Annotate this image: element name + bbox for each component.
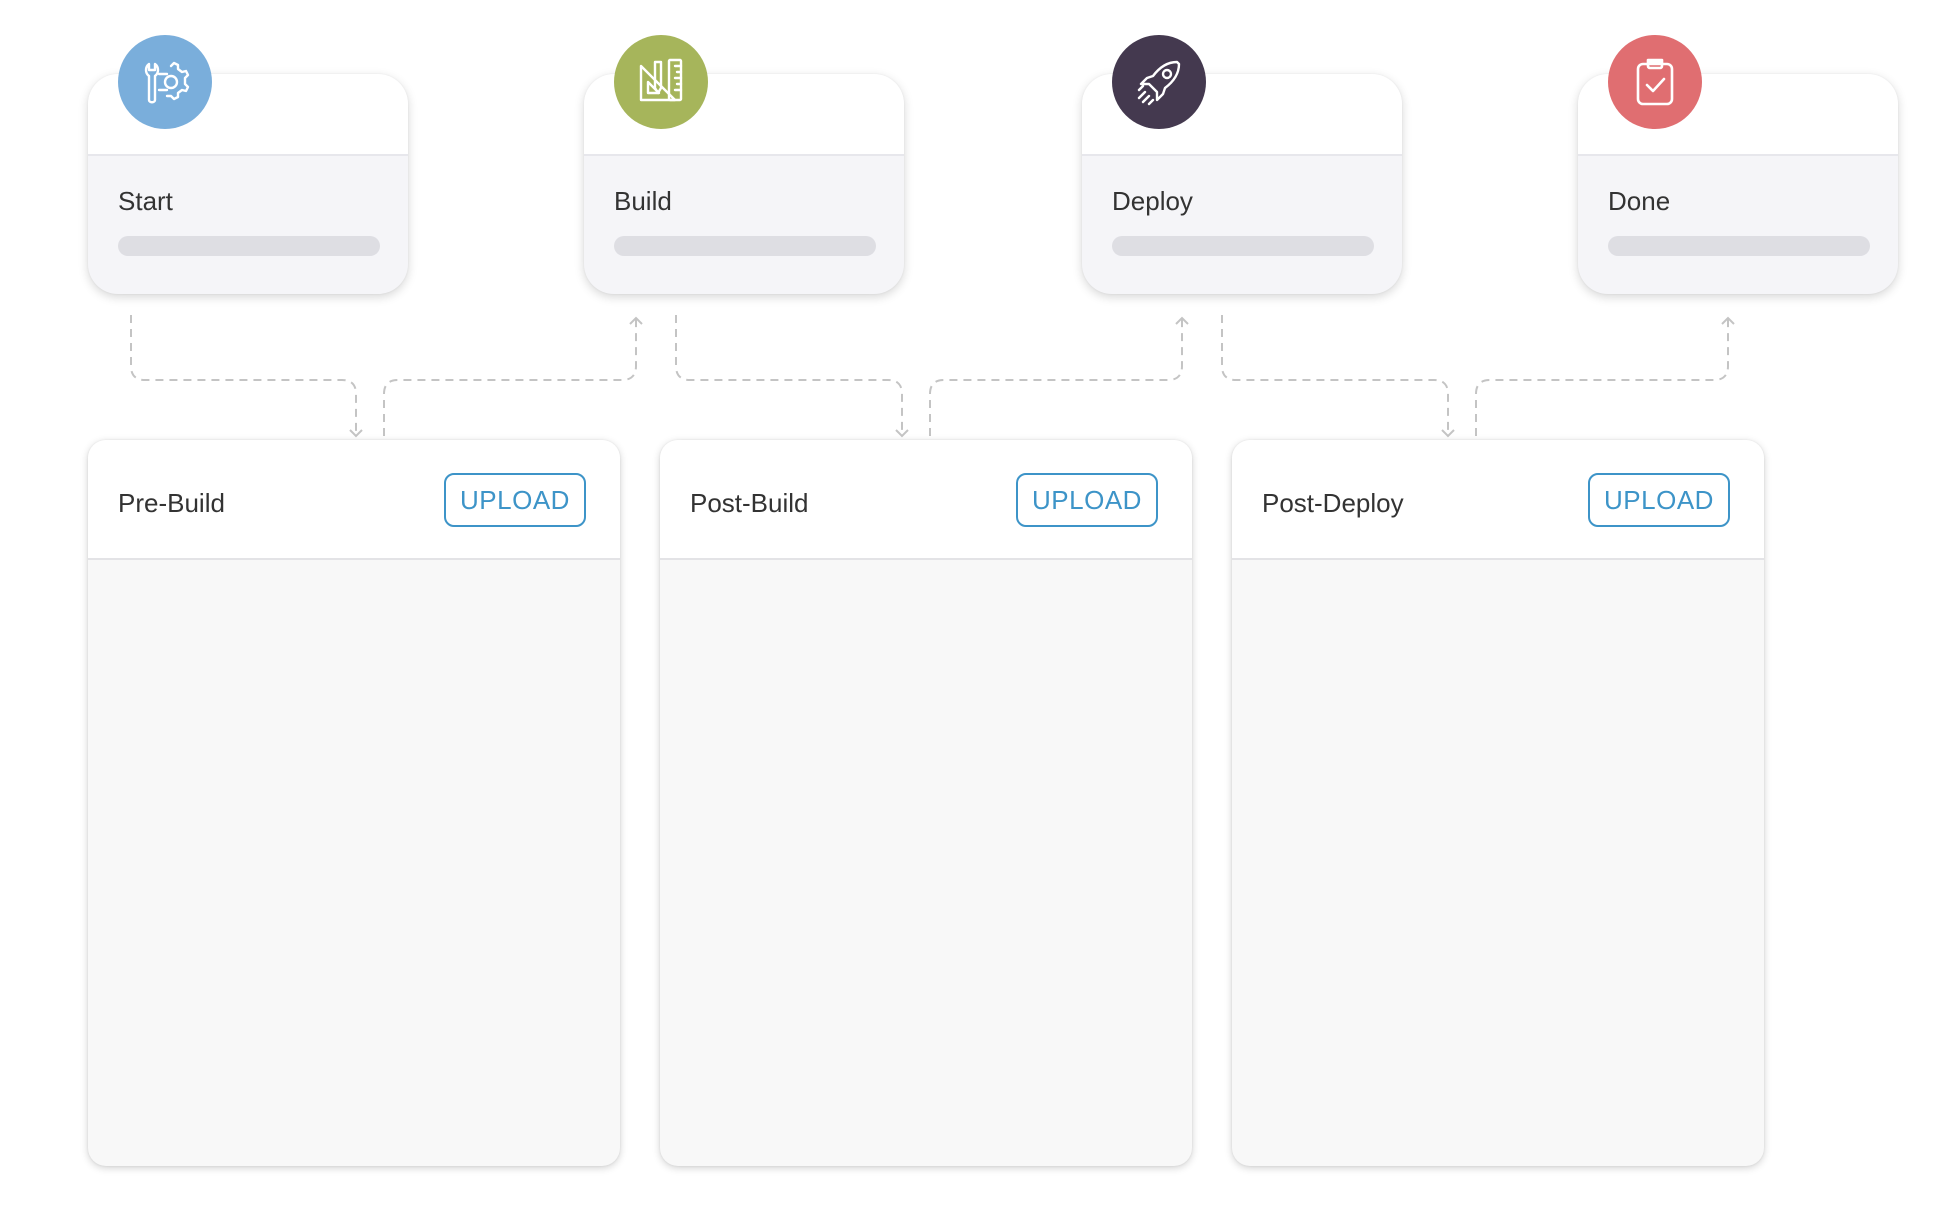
upload-button[interactable]: UPLOAD — [1016, 473, 1158, 527]
rocket-icon — [1112, 35, 1206, 129]
connector-postbuild-to-deploy — [929, 316, 1189, 436]
stage-card-start[interactable]: Start — [88, 35, 408, 294]
panel-header: Post-Deploy UPLOAD — [1232, 440, 1764, 560]
stage-title: Done — [1608, 186, 1671, 216]
panel-title: Pre-Build — [118, 488, 225, 518]
panel-header: Pre-Build UPLOAD — [88, 440, 620, 560]
connector-prebuild-to-build — [383, 316, 643, 436]
stage-placeholder-bar — [118, 236, 380, 256]
upload-button[interactable]: UPLOAD — [1588, 473, 1730, 527]
gear-wrench-icon — [118, 35, 212, 129]
hook-panel-post-build: Post-Build UPLOAD — [660, 440, 1192, 1166]
stage-card-done[interactable]: Done — [1578, 35, 1898, 294]
hook-panel-pre-build: Pre-Build UPLOAD — [88, 440, 620, 1166]
connector-build-to-postbuild — [675, 315, 909, 438]
drafting-tools-icon — [614, 35, 708, 129]
stage-card-build[interactable]: Build — [584, 35, 904, 294]
panel-title: Post-Build — [690, 488, 809, 518]
upload-drop-area[interactable] — [88, 560, 620, 1166]
connector-start-to-prebuild — [130, 315, 363, 438]
stage-title: Start — [118, 186, 173, 216]
stage-placeholder-bar — [1608, 236, 1870, 256]
clipboard-check-icon — [1608, 35, 1702, 129]
panel-header: Post-Build UPLOAD — [660, 440, 1192, 560]
panel-title: Post-Deploy — [1262, 488, 1404, 518]
hook-panel-post-deploy: Post-Deploy UPLOAD — [1232, 440, 1764, 1166]
connector-postdeploy-to-done — [1475, 316, 1735, 436]
connector-deploy-to-postdeploy — [1221, 315, 1455, 438]
upload-drop-area[interactable] — [660, 560, 1192, 1166]
stage-title: Deploy — [1112, 186, 1193, 216]
upload-drop-area[interactable] — [1232, 560, 1764, 1166]
stage-placeholder-bar — [1112, 236, 1374, 256]
upload-button[interactable]: UPLOAD — [444, 473, 586, 527]
stage-placeholder-bar — [614, 236, 876, 256]
stage-title: Build — [614, 186, 672, 216]
stage-card-deploy[interactable]: Deploy — [1082, 35, 1402, 294]
